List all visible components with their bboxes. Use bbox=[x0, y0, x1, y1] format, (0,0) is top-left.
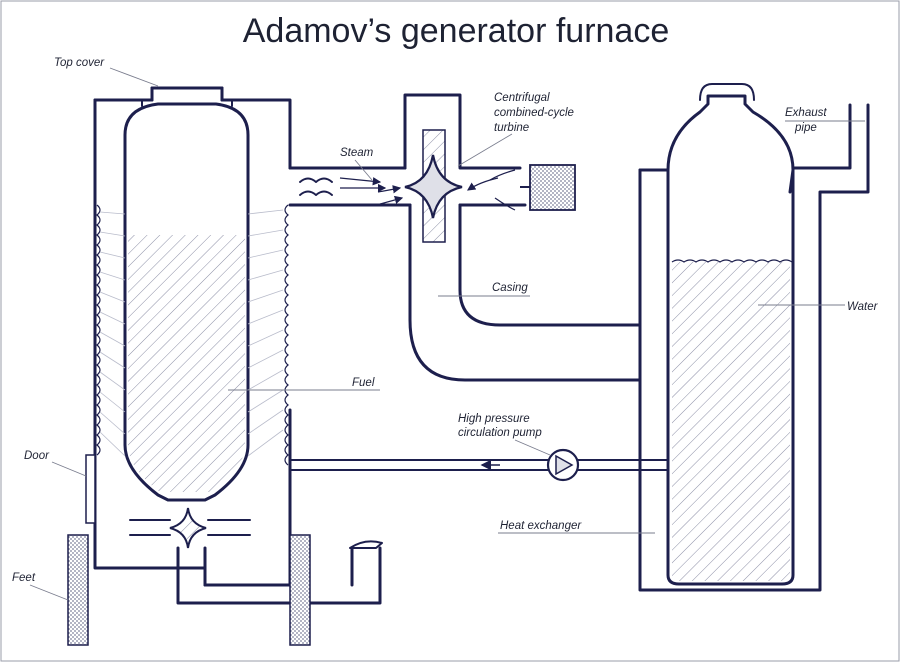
label-feet: Feet bbox=[12, 572, 36, 584]
label-exhaust-2: pipe bbox=[794, 122, 817, 134]
bottom-funnel bbox=[349, 540, 383, 549]
left-foot bbox=[67, 534, 89, 646]
label-fuel: Fuel bbox=[352, 377, 375, 389]
door bbox=[85, 454, 96, 524]
label-turbine-3: turbine bbox=[494, 122, 529, 134]
heat-lines bbox=[99, 209, 284, 457]
vessel-cap bbox=[699, 83, 755, 101]
steam-pipes bbox=[288, 166, 412, 207]
label-pump-2: circulation pump bbox=[458, 427, 542, 439]
label-top-cover: Top cover bbox=[54, 57, 105, 69]
label-heat-exchanger: Heat exchanger bbox=[500, 520, 582, 532]
fuel-vessel bbox=[123, 102, 250, 502]
heat-exchanger bbox=[638, 83, 870, 592]
water-fill bbox=[672, 262, 790, 581]
top-cover bbox=[150, 86, 224, 102]
turbine bbox=[377, 93, 642, 382]
label-door: Door bbox=[24, 450, 50, 462]
bottom-pipe bbox=[176, 546, 382, 605]
turbine-impeller bbox=[404, 154, 463, 219]
water-vessel bbox=[666, 94, 795, 586]
label-water: Water bbox=[847, 301, 879, 313]
label-turbine-2: combined-cycle bbox=[494, 107, 574, 119]
label-steam: Steam bbox=[340, 147, 374, 159]
label-turbine-1: Centrifugal bbox=[494, 92, 550, 104]
right-foot bbox=[289, 534, 311, 646]
right-coils bbox=[284, 204, 289, 466]
circulation-line bbox=[289, 448, 669, 482]
left-coils bbox=[96, 204, 101, 456]
lower-burner bbox=[129, 507, 251, 549]
diagram-title: Adamov’s generator furnace bbox=[243, 12, 670, 50]
label-casing: Casing bbox=[492, 282, 528, 294]
fuel-fill bbox=[128, 235, 245, 492]
labels: Top cover Steam Centrifugal combined-cyc… bbox=[12, 57, 879, 601]
label-pump-1: High pressure bbox=[458, 413, 530, 425]
generator-box bbox=[529, 164, 576, 211]
label-exhaust-1: Exhaust bbox=[785, 107, 827, 119]
pump-triangle bbox=[555, 454, 574, 476]
furnace-body bbox=[67, 86, 383, 646]
